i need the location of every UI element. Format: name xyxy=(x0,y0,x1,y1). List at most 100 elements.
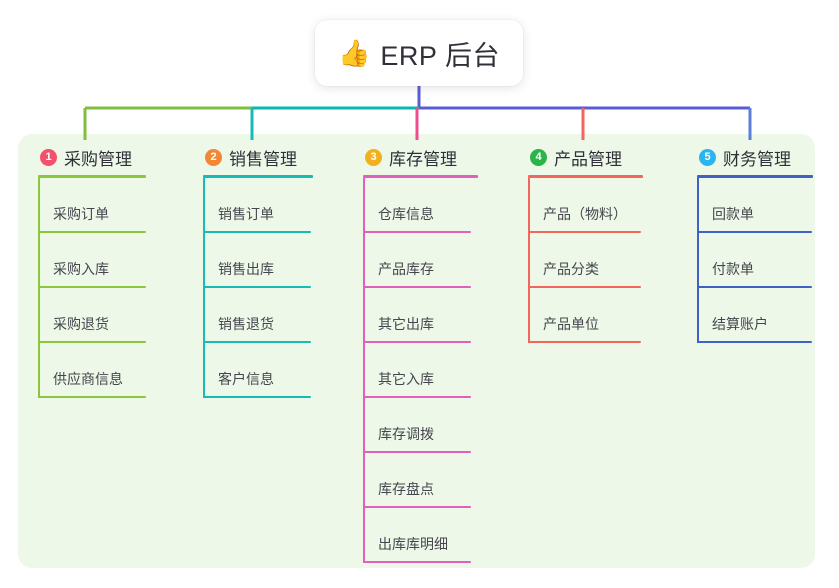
leaf-item[interactable]: 结算账户 xyxy=(697,288,813,343)
leaf-item[interactable]: 出库库明细 xyxy=(363,508,478,563)
branches-panel xyxy=(18,134,815,568)
branch-header-rule xyxy=(528,175,643,178)
leaf-label: 供应商信息 xyxy=(53,371,123,387)
leaf-rule xyxy=(38,341,146,343)
leaf-rule xyxy=(363,561,471,563)
leaf-label: 产品（物料） xyxy=(543,206,627,222)
leaf-rule xyxy=(363,451,471,453)
leaf-item[interactable]: 库存调拨 xyxy=(363,398,478,453)
leaf-rule xyxy=(528,341,641,343)
branch-number-badge: 1 xyxy=(40,148,57,166)
leaf-item[interactable]: 销售订单 xyxy=(203,178,313,233)
leaf-label: 回款单 xyxy=(712,206,754,222)
leaf-rule xyxy=(203,286,311,288)
leaf-rule xyxy=(528,231,641,233)
leaf-rule xyxy=(203,341,311,343)
branch-label: 采购管理 xyxy=(64,149,132,169)
branch-header-3[interactable]: 3 库存管理 xyxy=(363,144,478,170)
branch-spine xyxy=(203,178,205,398)
leaf-label: 其它入库 xyxy=(378,371,434,387)
branch-spine xyxy=(363,178,365,563)
leaf-rule xyxy=(697,341,812,343)
root-title: ERP 后台 xyxy=(380,40,500,71)
leaf-rule xyxy=(38,286,146,288)
leaf-item[interactable]: 销售退货 xyxy=(203,288,313,343)
leaf-item[interactable]: 产品单位 xyxy=(528,288,643,343)
root-node[interactable]: 👍 ERP 后台 xyxy=(315,20,523,86)
branch-leaf-list: 产品（物料） 产品分类产品单位 xyxy=(528,178,643,343)
leaf-rule xyxy=(363,396,471,398)
leaf-label: 采购入库 xyxy=(53,261,109,277)
leaf-label: 产品库存 xyxy=(378,261,434,277)
leaf-item[interactable]: 供应商信息 xyxy=(38,343,146,398)
leaf-item[interactable]: 库存盘点 xyxy=(363,453,478,508)
branch-column-2: 2 销售管理销售订单销售出库销售退货客户信息 xyxy=(203,144,313,398)
branch-column-3: 3 库存管理仓库信息产品库存其它出库其它入库库存调拨库存盘点出库库明细 xyxy=(363,144,478,563)
leaf-item[interactable]: 产品库存 xyxy=(363,233,478,288)
leaf-label: 结算账户 xyxy=(712,316,768,332)
leaf-label: 产品单位 xyxy=(543,316,599,332)
leaf-label: 产品分类 xyxy=(543,261,599,277)
branch-header-1[interactable]: 1 采购管理 xyxy=(38,144,146,170)
branch-leaf-list: 销售订单销售出库销售退货客户信息 xyxy=(203,178,313,398)
leaf-item[interactable]: 产品（物料） xyxy=(528,178,643,233)
leaf-rule xyxy=(38,396,146,398)
branch-header-5[interactable]: 5 财务管理 xyxy=(697,144,813,170)
leaf-rule xyxy=(38,231,146,233)
branch-header-rule xyxy=(38,175,146,178)
leaf-label: 销售出库 xyxy=(218,261,274,277)
leaf-item[interactable]: 采购订单 xyxy=(38,178,146,233)
leaf-item[interactable]: 采购退货 xyxy=(38,288,146,343)
leaf-label: 库存调拨 xyxy=(378,426,434,442)
branch-header-2[interactable]: 2 销售管理 xyxy=(203,144,313,170)
leaf-item[interactable]: 产品分类 xyxy=(528,233,643,288)
leaf-label: 销售订单 xyxy=(218,206,274,222)
leaf-item[interactable]: 回款单 xyxy=(697,178,813,233)
leaf-item[interactable]: 销售出库 xyxy=(203,233,313,288)
leaf-rule xyxy=(363,506,471,508)
thumbs-up-icon: 👍 xyxy=(338,38,371,68)
branch-column-5: 5 财务管理回款单付款单结算账户 xyxy=(697,144,813,343)
leaf-item[interactable]: 其它入库 xyxy=(363,343,478,398)
leaf-item[interactable]: 仓库信息 xyxy=(363,178,478,233)
root-node-content: 👍 ERP 后台 xyxy=(338,34,500,73)
leaf-item[interactable]: 采购入库 xyxy=(38,233,146,288)
branch-leaf-list: 仓库信息产品库存其它出库其它入库库存调拨库存盘点出库库明细 xyxy=(363,178,478,563)
leaf-rule xyxy=(528,286,641,288)
branch-label: 销售管理 xyxy=(229,149,297,169)
leaf-item[interactable]: 付款单 xyxy=(697,233,813,288)
leaf-rule xyxy=(363,286,471,288)
leaf-rule xyxy=(697,286,812,288)
leaf-item[interactable]: 客户信息 xyxy=(203,343,313,398)
leaf-label: 采购退货 xyxy=(53,316,109,332)
branch-header-rule xyxy=(363,175,478,178)
leaf-label: 采购订单 xyxy=(53,206,109,222)
branch-number-badge: 3 xyxy=(365,148,382,166)
leaf-item[interactable]: 其它出库 xyxy=(363,288,478,343)
leaf-label: 销售退货 xyxy=(218,316,274,332)
branch-leaf-list: 采购订单采购入库采购退货供应商信息 xyxy=(38,178,146,398)
branch-number-badge: 4 xyxy=(530,148,547,166)
branch-header-rule xyxy=(697,175,813,178)
branch-number-badge: 2 xyxy=(205,148,222,166)
leaf-rule xyxy=(203,231,311,233)
leaf-label: 其它出库 xyxy=(378,316,434,332)
branch-label: 财务管理 xyxy=(723,149,791,169)
leaf-label: 出库库明细 xyxy=(378,536,448,552)
branch-column-1: 1 采购管理采购订单采购入库采购退货供应商信息 xyxy=(38,144,146,398)
leaf-label: 库存盘点 xyxy=(378,481,434,497)
branch-number-badge: 5 xyxy=(699,148,716,166)
leaf-rule xyxy=(363,341,471,343)
leaf-label: 仓库信息 xyxy=(378,206,434,222)
branch-spine xyxy=(697,178,699,343)
leaf-label: 付款单 xyxy=(712,261,754,277)
branch-leaf-list: 回款单付款单结算账户 xyxy=(697,178,813,343)
leaf-rule xyxy=(363,231,471,233)
branch-spine xyxy=(38,178,40,398)
branch-header-rule xyxy=(203,175,313,178)
leaf-rule xyxy=(697,231,812,233)
branch-label: 库存管理 xyxy=(389,149,457,169)
